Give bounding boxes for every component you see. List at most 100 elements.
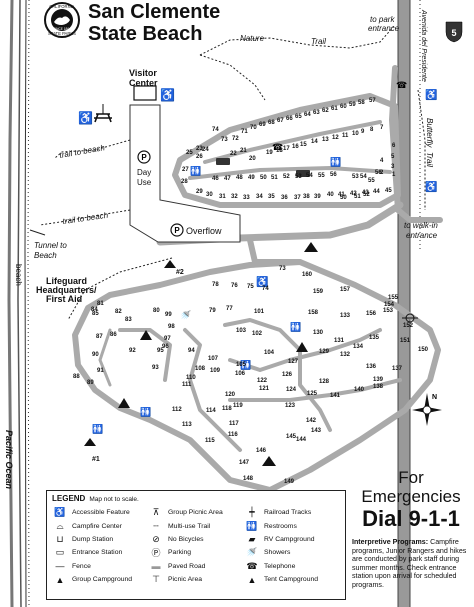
campsite-number: 98: [168, 324, 175, 330]
campsite-number: 140: [354, 387, 365, 393]
campsite-number: 74: [262, 286, 269, 292]
campsite-number: 142: [306, 418, 317, 424]
campsite-number: 44: [373, 189, 380, 195]
accessible-icon: ♿: [78, 111, 93, 125]
legend-label: Group Campground: [72, 576, 133, 584]
campsite-number: 77: [226, 306, 233, 312]
legend-col-3: ┿Railroad Tracks 🚻Restrooms ▰RV Campgrou…: [244, 506, 340, 586]
fence-icon: —: [55, 561, 65, 572]
restrooms-icon: 🚻: [190, 165, 201, 176]
campsite-number: 141: [330, 393, 341, 399]
campsite-number: 148: [243, 476, 254, 482]
visitor-center-label2: Center: [129, 78, 158, 88]
campsite-number: 45: [385, 188, 392, 194]
campsite-number: 132: [340, 352, 351, 358]
campsite-number: 64: [304, 112, 311, 118]
restrooms-icon: 🚻: [92, 423, 103, 434]
nature-trail-label2: Trail: [311, 37, 326, 46]
legend-note: Map not to scale.: [89, 496, 139, 503]
campsite-number: 131: [334, 338, 345, 344]
railroad-tracks-icon: ┿: [249, 507, 255, 518]
showers-icon: 🚿: [180, 309, 191, 320]
telephone-icon: ☎: [396, 80, 407, 90]
campsite-number: 101: [254, 309, 265, 315]
butterfly-trail-label: Butterfly: [425, 118, 434, 148]
campsite-number: 8: [370, 127, 374, 133]
campsite-number: 113: [182, 422, 192, 428]
group-campground-icon: ▲: [55, 574, 65, 585]
multi-use-trail-icon: ┄: [153, 520, 159, 531]
state-parks-logo: CALIFORNIA STATE PARKS SINCE 1864: [44, 2, 80, 38]
campsite-number: 70: [250, 125, 257, 131]
accessible-icon: ♿: [54, 507, 66, 518]
campsite-number: 11: [342, 133, 349, 139]
restrooms-icon: 🚻: [140, 406, 151, 417]
page-title-line2: State Beach: [88, 23, 203, 45]
parking-icon: P: [174, 226, 180, 235]
campsite-number: 37: [294, 195, 301, 201]
campsite-number: 28: [181, 179, 188, 185]
campsite-number: 137: [392, 366, 403, 372]
campsite-number: 133: [340, 313, 351, 319]
campsite-number: 38: [303, 194, 310, 200]
campsite-number: 151: [400, 338, 411, 344]
campsite-number: 3: [391, 164, 395, 170]
campsite-number: 85: [92, 311, 99, 317]
campsite-number: 7: [380, 125, 384, 131]
interpretive-programs: Interpretive Programs: Campfire programs…: [352, 538, 470, 590]
campsite-number: 49: [248, 175, 255, 181]
telephone-icon: ☎: [272, 142, 283, 152]
campsite-number: 154: [384, 302, 395, 308]
group-picnic-area-icon: ⊼: [152, 507, 160, 518]
campsite-number: 75: [247, 284, 254, 290]
lifeguard-label3: First Aid: [46, 294, 82, 304]
campsite-number: 134: [353, 344, 364, 350]
tunnel-label1: Tunnel to: [34, 241, 67, 250]
showers-icon: 🚿: [246, 547, 258, 558]
campsite-number: 1: [392, 172, 396, 178]
campsite-number: 42: [350, 191, 357, 197]
campsite-number: 62: [322, 108, 329, 114]
overflow-label: Overflow: [186, 226, 222, 236]
avenida-label: Avenida del Presidente: [420, 9, 427, 82]
campfire-center-icon: [402, 313, 418, 323]
campsite-number: 106: [235, 371, 246, 377]
campsite-number: 66: [286, 116, 293, 122]
campsite-number: 143: [311, 428, 322, 434]
legend-label: Dump Station: [72, 535, 114, 543]
campsite-number: 51: [354, 194, 361, 200]
campsite-number: 55: [368, 178, 375, 184]
paved-road-icon: ▬: [151, 561, 161, 572]
campsite-number: 109: [210, 368, 221, 374]
campsite-number: 5: [391, 154, 395, 160]
campsite-number: 41: [338, 192, 345, 198]
accessible-icon: ♿: [425, 88, 437, 101]
group-campground-2: #2: [164, 260, 184, 276]
campsite-number: 87: [96, 334, 103, 340]
parking-icon: P: [141, 153, 147, 162]
campsite-number: 25: [186, 150, 193, 156]
campsite-number: 124: [286, 387, 297, 393]
campsite-number: 4: [380, 158, 384, 164]
campsite-number: 67: [277, 118, 284, 124]
campsite-number: 22: [230, 151, 237, 157]
legend-label: Parking: [168, 549, 192, 557]
campsite-number: 111: [182, 382, 192, 388]
visitor-center-label1: Visitor: [129, 68, 157, 78]
trails: [39, 24, 426, 321]
legend-label: Tent Campground: [264, 576, 319, 584]
day-use-label2: Use: [137, 178, 152, 187]
campsite-number: 83: [125, 317, 132, 323]
day-use-area: P Day Use: [137, 150, 152, 187]
campsite-number: 76: [231, 283, 238, 289]
campsite-number: 119: [233, 403, 243, 409]
legend-label: Railroad Tracks: [264, 509, 312, 517]
legend-label: Restrooms: [264, 522, 297, 530]
logo-center-text: SINCE 1864: [53, 27, 71, 31]
emergency-line2: Emergencies: [361, 487, 461, 506]
coastline: [7, 0, 22, 607]
restrooms-icon: 🚻: [290, 321, 301, 332]
campsite-number: 84: [91, 307, 98, 313]
amenity-icons: 🚻 🚻 ☎ ☎ ♿ ♿ ♿ 🚻 🚻 🚻 🚻 🚿: [92, 80, 437, 434]
